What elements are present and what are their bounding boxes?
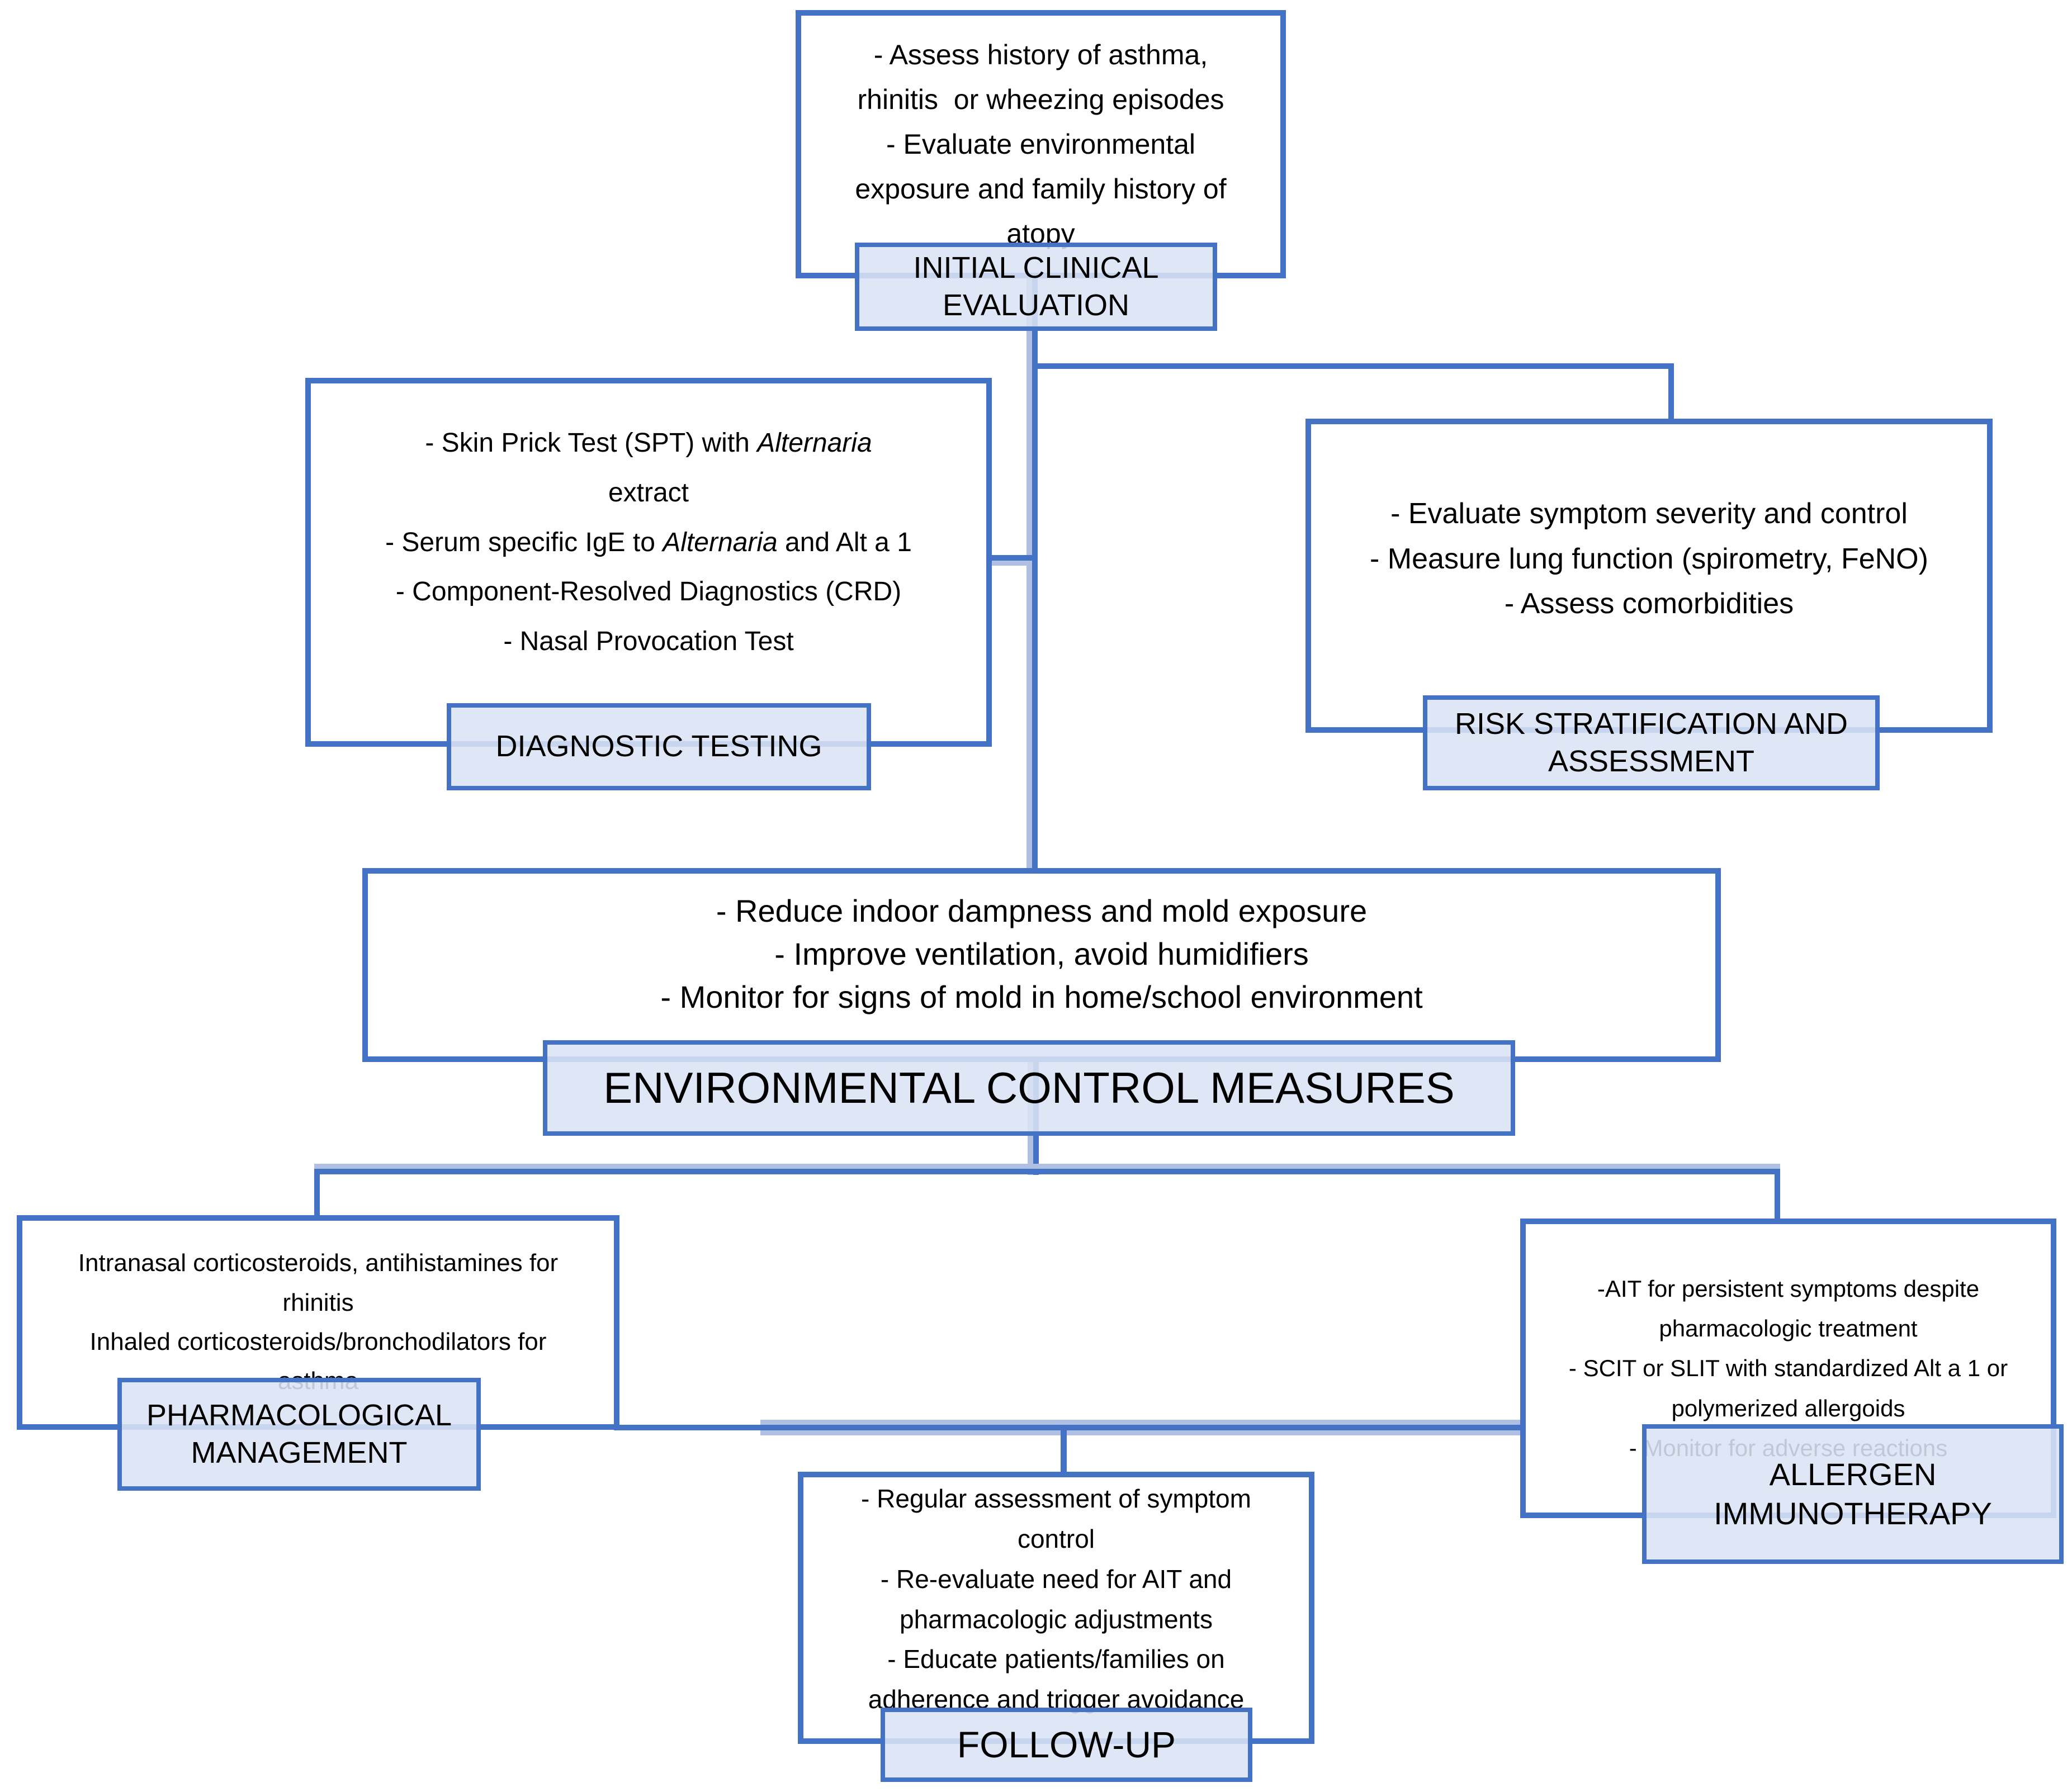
bullet-line: - Assess history of asthma, <box>873 39 1208 70</box>
environmental-control-label: ENVIRONMENTAL CONTROL MEASURES <box>543 1040 1515 1136</box>
initial-evaluation-text: - Assess history of asthma, rhinitis or w… <box>801 32 1280 256</box>
bullet-line: -AIT for persistent symptoms despite <box>1597 1275 1980 1302</box>
bullet-line: Intranasal corticosteroids, antihistamin… <box>78 1249 559 1277</box>
allergen-immunotherapy-label: ALLERGEN IMMUNOTHERAPY <box>1642 1424 2064 1564</box>
connector-diagnostic-stub-highlight <box>986 561 1032 566</box>
environmental-control-box: - Reduce indoor dampness and mold exposu… <box>362 868 1721 1062</box>
connector-pharm-to-allergen <box>614 1425 1526 1430</box>
bullet-line: - Serum specific IgE to Alternaria and A… <box>385 527 912 557</box>
connector-diagnostic-stub <box>986 555 1032 561</box>
connector-splitter-drop-allergen <box>1775 1169 1780 1224</box>
bullet-line: - Evaluate symptom severity and control <box>1390 497 1908 530</box>
connector-pharm-to-allergen-highlight-top <box>760 1420 1526 1425</box>
bullet-line: exposure and family history of <box>855 173 1227 205</box>
connector-initial-to-environmental <box>1032 278 1038 870</box>
connector-branch-to-risk-drop <box>1668 363 1674 424</box>
bullet-line: control <box>1017 1524 1095 1553</box>
bullet-line: - Nasal Provocation Test <box>503 627 794 657</box>
diagnostic-testing-text: - Skin Prick Test (SPT) with Alternaria e… <box>311 419 986 706</box>
follow-up-label: FOLLOW-UP <box>881 1708 1252 1782</box>
connector-branch-to-risk-horizontal <box>1032 363 1674 369</box>
bullet-line: - SCIT or SLIT with standardized Alt a 1… <box>1568 1355 2008 1382</box>
initial-evaluation-box: - Assess history of asthma, rhinitis or w… <box>796 10 1286 278</box>
bullet-line: Inhaled corticosteroids/bronchodilators … <box>89 1328 547 1355</box>
bullet-line: - Educate patients/families on <box>887 1644 1225 1674</box>
pharmacological-management-box: Intranasal corticosteroids, antihistamin… <box>17 1215 619 1430</box>
follow-up-text: - Regular assessment of symptom control - … <box>803 1479 1309 1737</box>
connector-initial-to-environmental-highlight <box>1026 278 1032 870</box>
bullet-line: - Monitor for signs of mold in home/scho… <box>660 979 1423 1015</box>
bullet-line: extract <box>608 477 689 508</box>
bullet-line: pharmacologic treatment <box>1659 1315 1918 1341</box>
connector-splitter-drop-pharmacological <box>314 1169 320 1221</box>
bullet-line: - Assess comorbidities <box>1504 587 1794 620</box>
diagnostic-testing-label: DIAGNOSTIC TESTING <box>447 703 871 790</box>
connector-splitter-highlight <box>314 1164 1780 1169</box>
risk-stratification-text: - Evaluate symptom severity and control -… <box>1311 491 1987 660</box>
bullet-line: rhinitis or wheezing episodes <box>857 84 1224 115</box>
bullet-line: pharmacologic adjustments <box>900 1604 1213 1634</box>
initial-evaluation-label: INITIAL CLINICAL EVALUATION <box>855 243 1217 331</box>
bullet-line: rhinitis <box>282 1288 354 1316</box>
pharmacological-management-text: Intranasal corticosteroids, antihistamin… <box>22 1244 614 1401</box>
bullet-line: - Re-evaluate need for AIT and <box>880 1564 1232 1594</box>
bullet-line: - Measure lung function (spirometry, FeN… <box>1370 542 1928 575</box>
connector-pharm-to-allergen-highlight-bottom <box>760 1430 1526 1435</box>
bullet-line: - Evaluate environmental <box>886 129 1196 160</box>
connector-drop-followup <box>1061 1425 1067 1477</box>
bullet-line: - Component-Resolved Diagnostics (CRD) <box>395 577 902 607</box>
bullet-line: - Skin Prick Test (SPT) with Alternaria <box>425 428 872 458</box>
connector-splitter-horizontal <box>314 1169 1780 1174</box>
follow-up-box: - Regular assessment of symptom control - … <box>798 1472 1314 1744</box>
environmental-control-text: - Reduce indoor dampness and mold exposu… <box>368 889 1715 1041</box>
pharmacological-management-label: PHARMACOLOGICAL MANAGEMENT <box>117 1378 481 1491</box>
risk-stratification-label: RISK STRATIFICATION AND ASSESSMENT <box>1423 695 1880 790</box>
bullet-line: polymerized allergoids <box>1671 1395 1905 1421</box>
bullet-line: - Regular assessment of symptom <box>861 1484 1251 1514</box>
risk-stratification-box: - Evaluate symptom severity and control -… <box>1305 419 1993 733</box>
bullet-line: - Reduce indoor dampness and mold exposu… <box>716 893 1368 928</box>
bullet-line: - Improve ventilation, avoid humidifiers <box>774 936 1309 971</box>
diagnostic-testing-box: - Skin Prick Test (SPT) with Alternaria e… <box>305 378 992 747</box>
